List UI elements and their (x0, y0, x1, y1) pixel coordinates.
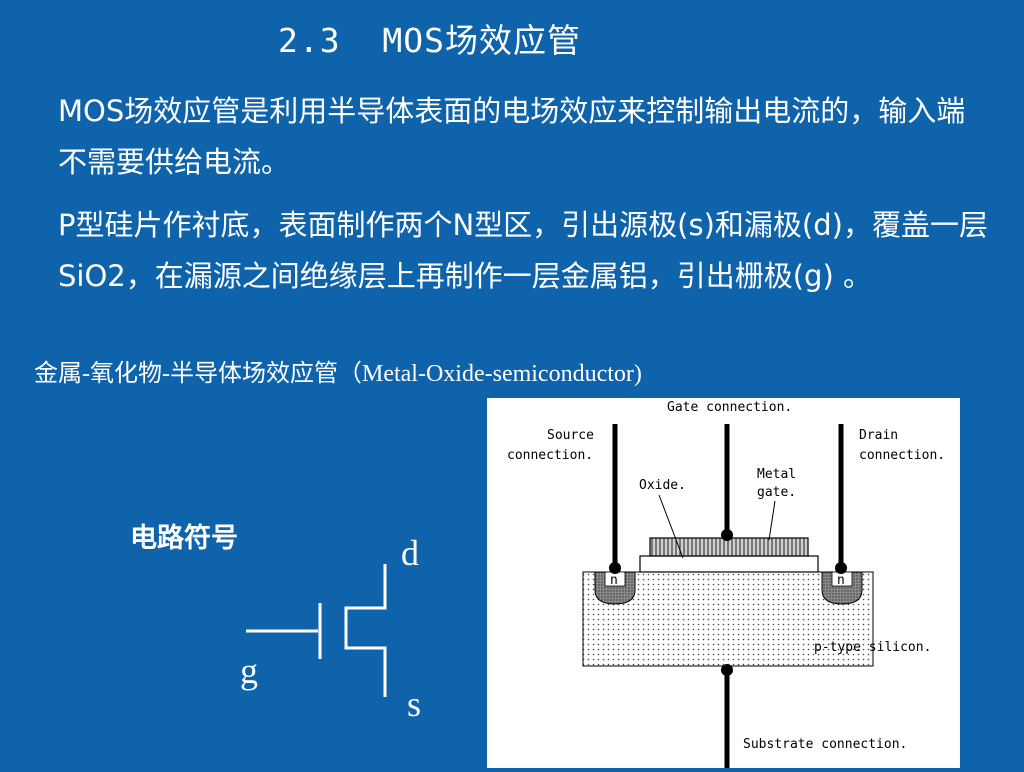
page-title: 2.3 MOS场效应管 (278, 21, 581, 60)
mosfet-full-name-caption: 金属-氧化物-半导体场效应管（Metal-Oxide-semiconductor… (34, 361, 642, 387)
substrate-connection-label: Substrate connection. (743, 737, 907, 752)
drain-pin-label: d (401, 533, 419, 573)
circuit-symbol-label: 电路符号 (130, 523, 238, 554)
metal-gate-label-1: Metal (757, 467, 796, 482)
gate-connection-label: Gate connection. (667, 400, 792, 415)
metal-gate-pointer (768, 500, 776, 541)
gate-pin-label: g (240, 651, 258, 691)
source-connection-label-2: connection. (507, 448, 593, 463)
oxide-layer (639, 555, 819, 573)
mosfet-cross-section-diagram: n n Gate connection. Source connection. … (487, 398, 960, 768)
metal-gate (649, 537, 809, 557)
oxide-pointer (658, 494, 684, 559)
p-type-silicon-label: p-type silicon. (814, 640, 931, 655)
source-n-label: n (610, 573, 618, 588)
source-connection-label-1: Source (547, 428, 594, 443)
channel-drain-path (344, 564, 387, 697)
drain-connection-label-1: Drain (859, 428, 898, 443)
paragraph-mos-principle: MOS场效应管是利用半导体表面的电场效应来控制输出电流的，输入端不需要供给电流。 (58, 94, 966, 179)
drain-connection-label-2: connection. (859, 448, 945, 463)
paragraph-mos-structure: P型硅片作衬底，表面制作两个N型区，引出源极(s)和漏极(d)，覆盖一层SiO2… (58, 208, 988, 293)
source-pin-label: s (407, 684, 422, 724)
metal-gate-label-2: gate. (757, 485, 796, 500)
drain-n-label: n (837, 573, 845, 588)
oxide-label: Oxide. (639, 478, 686, 493)
